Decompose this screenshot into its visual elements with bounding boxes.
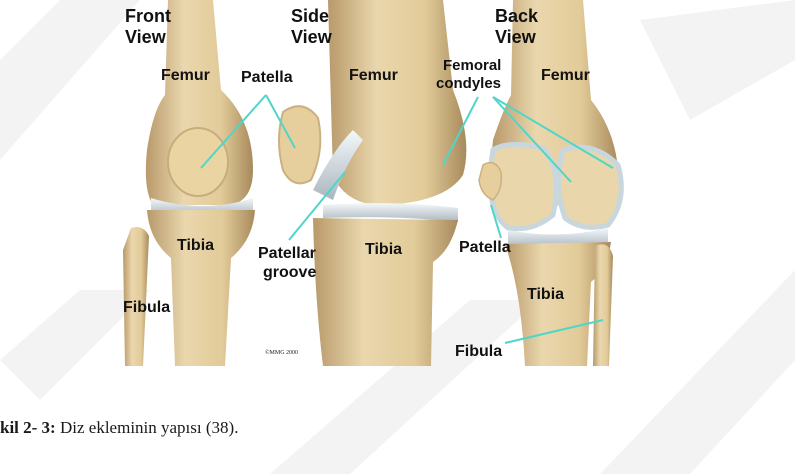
copyright-text: ©MMG 2000 bbox=[265, 349, 298, 356]
label-patella-back: Patella bbox=[459, 239, 511, 256]
label-patella-front: Patella bbox=[241, 69, 293, 86]
label-femur-back: Femur bbox=[541, 67, 590, 84]
label-patellar-groove-l1: Patellar bbox=[258, 245, 316, 262]
side-patella-shape bbox=[279, 106, 320, 183]
side-femur-shape bbox=[328, 0, 466, 205]
back-fibula-shape bbox=[593, 244, 613, 366]
label-tibia-side: Tibia bbox=[365, 241, 402, 258]
label-side-view: Side View bbox=[291, 6, 334, 47]
back-patella-shape bbox=[479, 163, 501, 200]
front-fibula-shape bbox=[123, 227, 149, 366]
back-view-knee bbox=[479, 0, 621, 366]
back-condyle-right bbox=[558, 147, 621, 227]
label-front-view-l1: Front bbox=[125, 6, 171, 26]
side-view-knee bbox=[279, 0, 466, 366]
label-patellar-groove-l2: groove bbox=[263, 264, 316, 281]
label-femoral-condyles: Femoral condyles bbox=[436, 57, 506, 92]
caption-prefix: kil 2- 3: bbox=[0, 418, 56, 437]
label-femoral-condyles-l1: Femoral bbox=[443, 57, 501, 74]
label-femoral-condyles-l2: condyles bbox=[436, 75, 501, 92]
caption-text: Diz ekleminin yapısı (38). bbox=[56, 418, 239, 437]
front-tibia-shape bbox=[147, 210, 255, 366]
label-front-view-l2: View bbox=[125, 27, 167, 47]
label-femur-side: Femur bbox=[349, 67, 398, 84]
label-tibia-front: Tibia bbox=[177, 237, 214, 254]
label-back-view-l2: View bbox=[495, 27, 537, 47]
label-patellar-groove: Patellar groove bbox=[258, 245, 320, 281]
label-back-view-l1: Back bbox=[495, 6, 539, 26]
front-patella-shape bbox=[168, 128, 228, 196]
label-fibula-front: Fibula bbox=[123, 299, 170, 316]
label-tibia-back: Tibia bbox=[527, 286, 564, 303]
label-femur-front: Femur bbox=[161, 67, 210, 84]
knee-anatomy-illustration: Front View Side View Back View Femur Pat… bbox=[113, 0, 641, 366]
label-side-view-l1: Side bbox=[291, 6, 329, 26]
label-side-view-l2: View bbox=[291, 27, 333, 47]
label-fibula-back: Fibula bbox=[455, 343, 502, 360]
figure-caption: kil 2- 3: Diz ekleminin yapısı (38). bbox=[0, 418, 238, 438]
